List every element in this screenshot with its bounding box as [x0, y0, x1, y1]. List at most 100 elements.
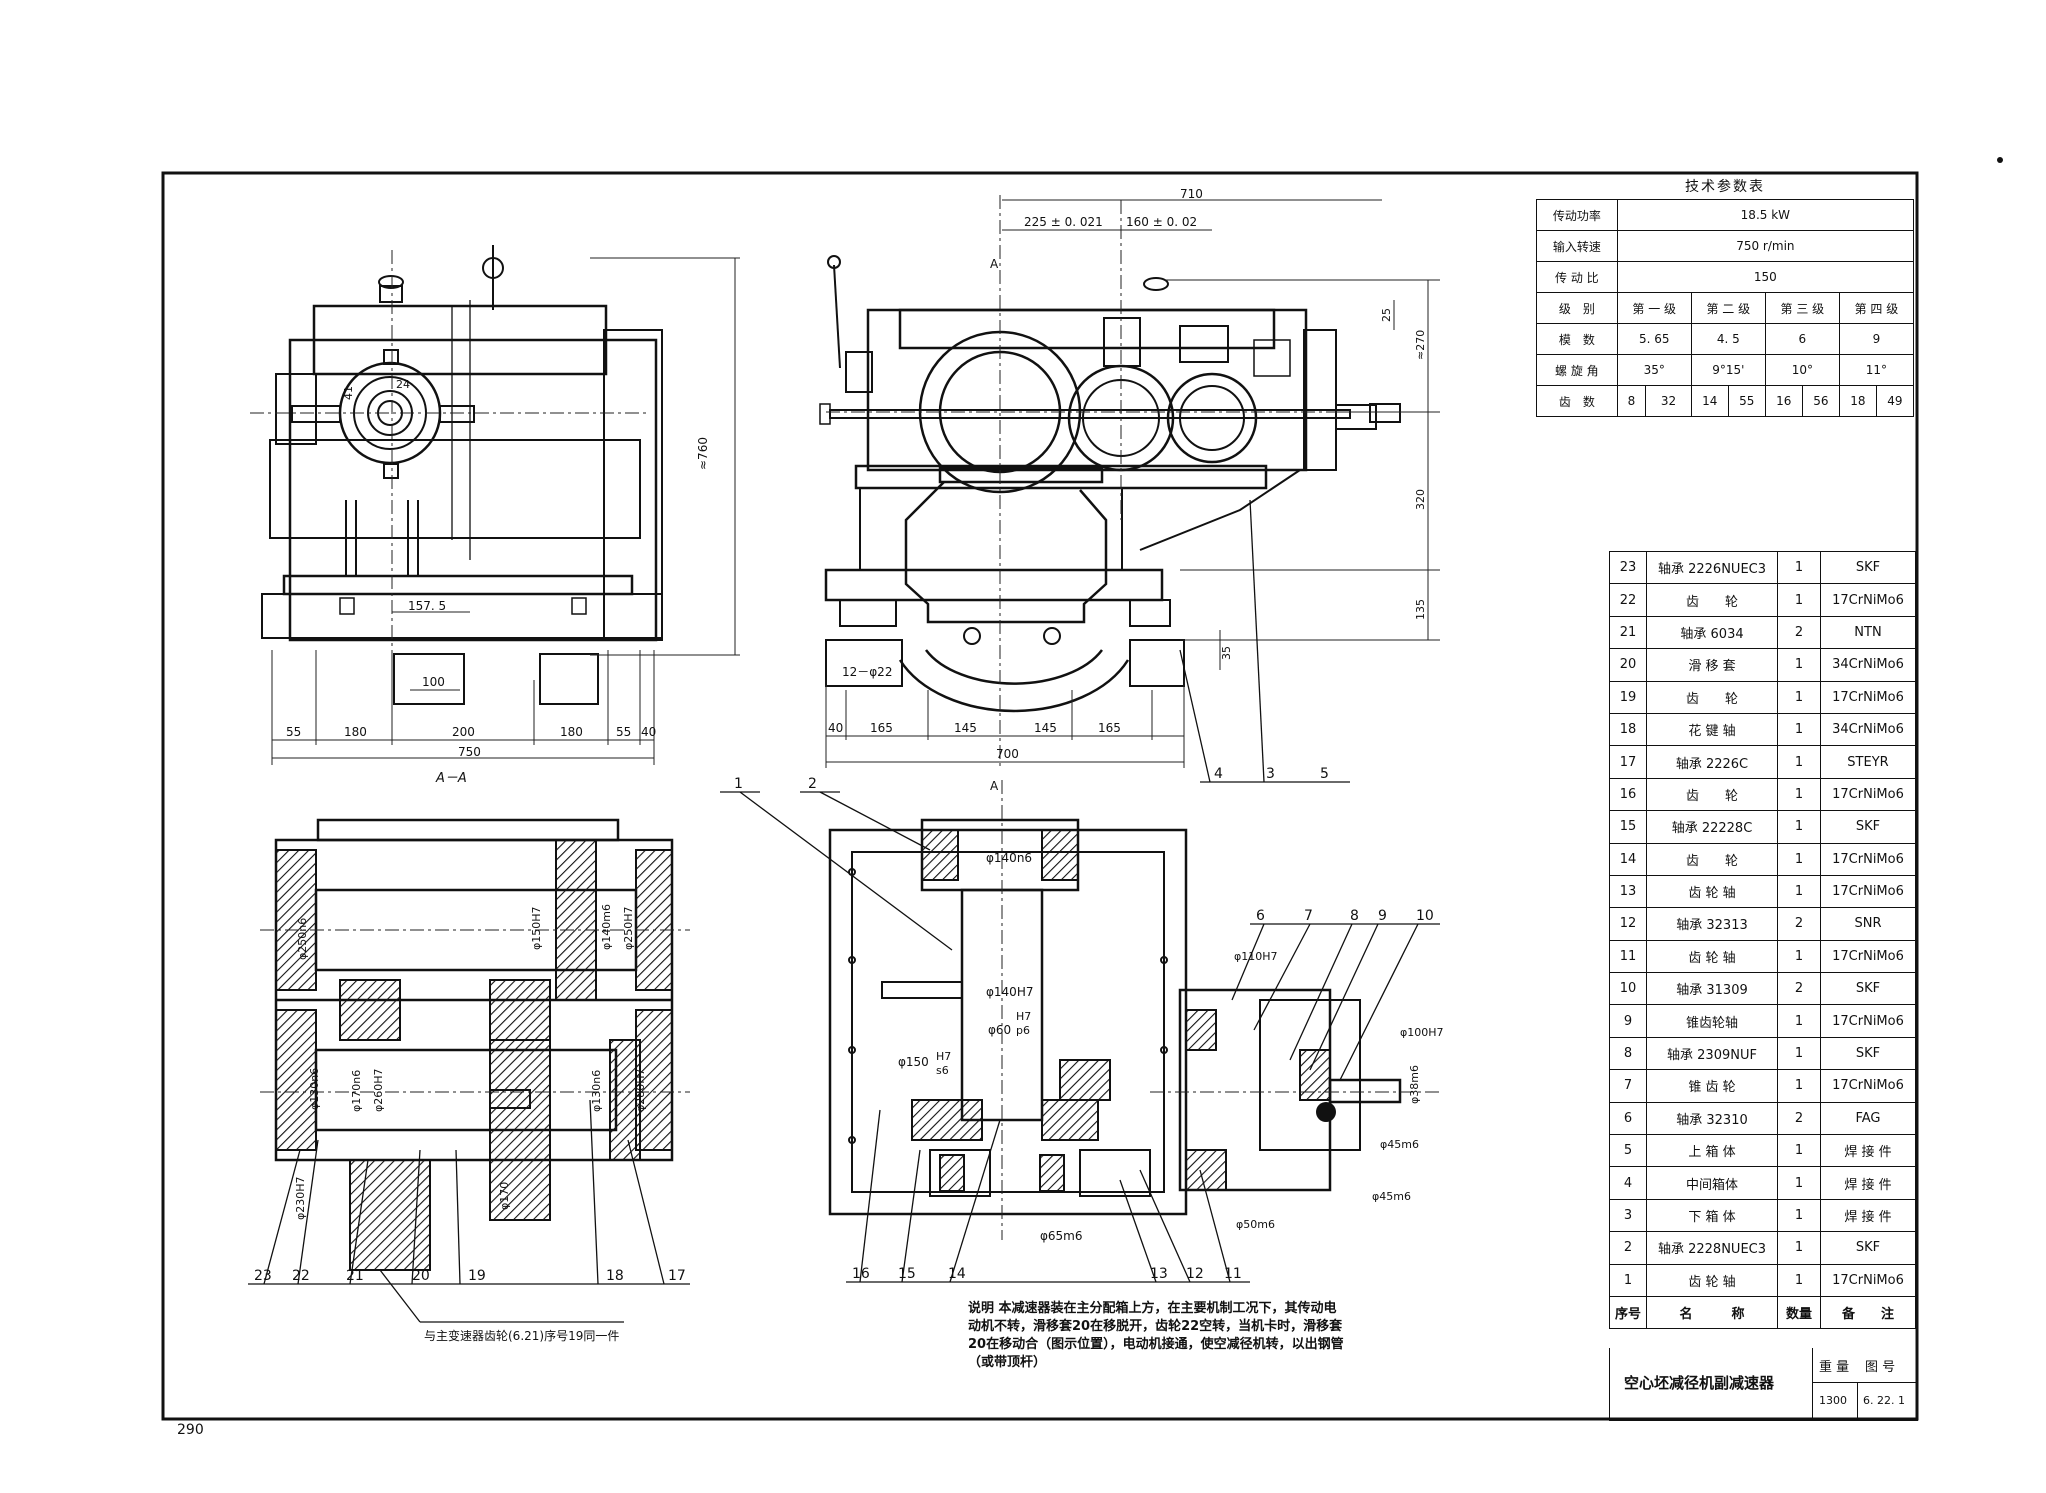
- bom-remark: 34CrNiMo6: [1820, 648, 1916, 682]
- bom-remark: FAG: [1820, 1101, 1916, 1136]
- ratio-value: 150: [1616, 261, 1915, 293]
- bom-no: 序号: [1609, 1295, 1647, 1329]
- bom-remark: 17CrNiMo6: [1820, 1004, 1916, 1038]
- module-2: 4. 5: [1690, 323, 1766, 355]
- dim-38m6: φ38m6: [1408, 1065, 1421, 1104]
- teeth-3: 14: [1690, 385, 1729, 417]
- bom-name: 轴承 2228NUEC3: [1646, 1231, 1778, 1265]
- bom-name: 锥 齿 轮: [1646, 1069, 1778, 1103]
- bom-name: 上 箱 体: [1646, 1134, 1778, 1168]
- bom-qty: 1: [1777, 1004, 1821, 1038]
- bom-remark: 17CrNiMo6: [1820, 874, 1916, 909]
- side-view: ≈760 157. 5 100 41 24 55 180 200 180 55 …: [250, 245, 740, 786]
- bom-remark: SNR: [1820, 907, 1916, 941]
- callout-9: 9: [1378, 908, 1387, 924]
- dim-55b: 55: [616, 725, 631, 739]
- callout-18: 18: [606, 1268, 624, 1284]
- dim-130n6b: φ130n6: [590, 1070, 603, 1112]
- bom-remark: 备 注: [1820, 1295, 1916, 1329]
- bom-qty: 1: [1777, 842, 1821, 876]
- bom-qty: 1: [1777, 1263, 1821, 1297]
- dim-h7p6-p6: p6: [1016, 1024, 1030, 1037]
- table-row: 传动功率 18.5 kW: [1536, 199, 1915, 231]
- table-row: 螺 旋 角 35° 9°15' 10° 11°: [1536, 354, 1915, 386]
- bom-name: 轴承 2226C: [1646, 745, 1778, 779]
- helix-1: 35°: [1616, 354, 1692, 386]
- teeth-8: 49: [1875, 385, 1915, 417]
- callout-7: 7: [1304, 908, 1313, 924]
- bom-qty: 1: [1777, 939, 1821, 974]
- bom-qty: 1: [1777, 648, 1821, 682]
- bom-name: 花 键 轴: [1646, 712, 1778, 747]
- callout-15: 15: [898, 1266, 916, 1282]
- bom-remark: SKF: [1820, 1036, 1916, 1071]
- dim-150H7: φ150H7: [530, 906, 543, 950]
- bom-name: 齿 轮: [1646, 842, 1778, 876]
- stage-4: 第 四 级: [1838, 292, 1915, 324]
- callout-6: 6: [1256, 908, 1265, 924]
- bom-remark: 焊 接 件: [1820, 1198, 1916, 1233]
- title-block: 空心坯减径机副减速器 重 量 图 号 1300 6. 22. 1: [1609, 1348, 1918, 1421]
- dim-55a: 55: [286, 725, 301, 739]
- dim-50m6: φ50m6: [1236, 1218, 1275, 1231]
- bom-qty: 2: [1777, 972, 1821, 1006]
- callout-4: 4: [1214, 766, 1223, 782]
- module-3: 6: [1764, 323, 1840, 355]
- callout-11: 11: [1224, 1266, 1242, 1282]
- ratio-label: 传 动 比: [1536, 261, 1618, 293]
- bom-no: 11: [1609, 939, 1647, 974]
- bom-name: 轴承 2226NUEC3: [1646, 550, 1778, 585]
- stage-2: 第 二 级: [1690, 292, 1766, 324]
- section-marker-a-bottom: A: [990, 779, 999, 793]
- dim-320: 320: [1414, 489, 1427, 510]
- speed-value: 750 r/min: [1616, 230, 1915, 262]
- bom-remark: SKF: [1820, 1231, 1916, 1265]
- bom-name: 齿 轮 轴: [1646, 874, 1778, 909]
- teeth-2: 32: [1645, 385, 1692, 417]
- bom-qty: 1: [1777, 1069, 1821, 1103]
- bom-remark: 焊 接 件: [1820, 1166, 1916, 1200]
- bom-no: 7: [1609, 1069, 1647, 1103]
- dim-145b: 145: [1034, 721, 1057, 735]
- bom-name: 滑 移 套: [1646, 648, 1778, 682]
- drawing-title: 空心坯减径机副减速器: [1624, 1374, 1775, 1392]
- bom-no: 1: [1609, 1263, 1647, 1297]
- bom-no: 13: [1609, 874, 1647, 909]
- dim-150: φ150: [898, 1055, 929, 1069]
- front-view: 710 225 ± 0. 021 160 ± 0. 02 A ≈270 320 …: [819, 187, 1440, 783]
- bom-qty: 1: [1777, 680, 1821, 714]
- bom-name: 齿 轮 轴: [1646, 1263, 1778, 1297]
- bom-qty: 1: [1777, 745, 1821, 779]
- bom-no: 23: [1609, 550, 1647, 585]
- bom-qty: 1: [1777, 712, 1821, 747]
- dim-12-phi22: 12－φ22: [842, 665, 892, 679]
- bom-name: 轴承 6034: [1646, 615, 1778, 650]
- callout-13: 13: [1150, 1266, 1168, 1282]
- power-value: 18.5 kW: [1616, 199, 1915, 231]
- bom-qty: 1: [1777, 1166, 1821, 1200]
- bom-no: 21: [1609, 615, 1647, 650]
- dim-45m6a: φ45m6: [1380, 1138, 1419, 1151]
- callout-3: 3: [1266, 766, 1275, 782]
- dim-130n6a: φ130n6: [308, 1068, 321, 1110]
- bom-header-row: 序号名 称数量备 注: [1609, 1295, 1916, 1329]
- teeth-1: 8: [1616, 385, 1647, 417]
- dim-140n6: φ140n6: [986, 851, 1032, 865]
- drawing-frame: [161, 171, 1919, 1421]
- bom-name: 锥齿轮轴: [1646, 1004, 1778, 1038]
- bom-no: 20: [1609, 648, 1647, 682]
